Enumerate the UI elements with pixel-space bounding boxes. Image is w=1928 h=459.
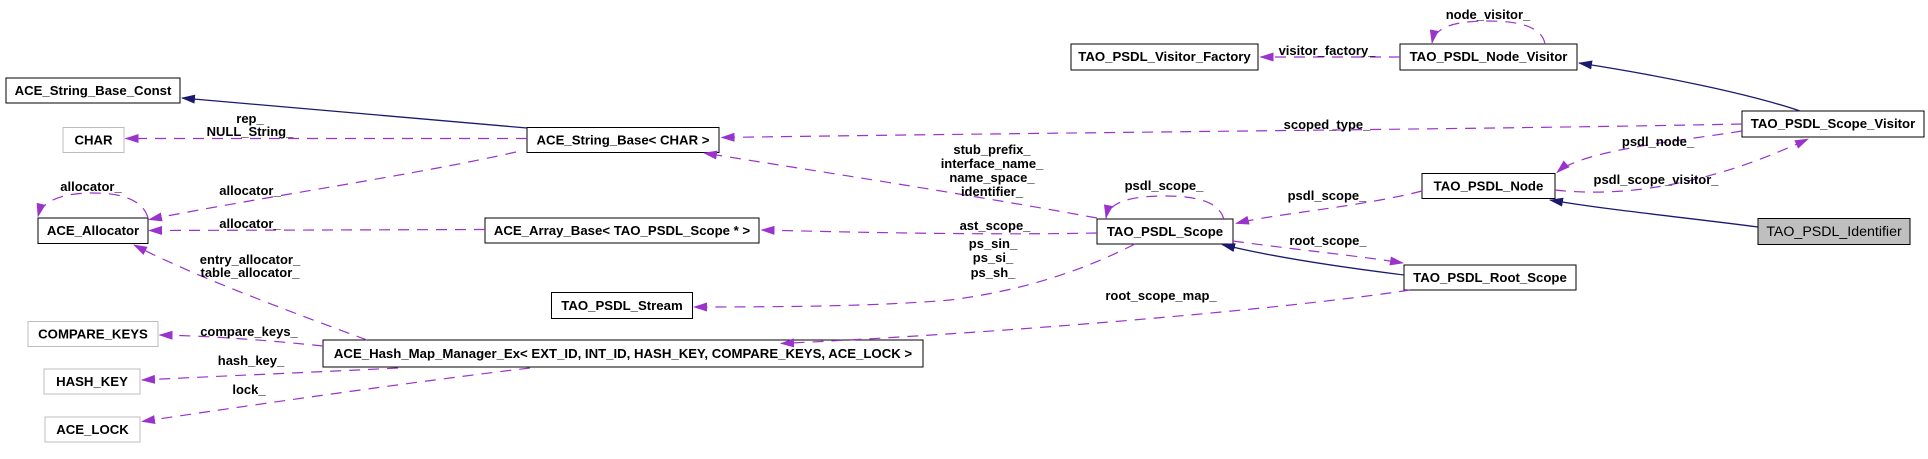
svg-text:root_scope_: root_scope_ <box>1289 233 1367 248</box>
svg-text:ACE_Allocator: ACE_Allocator <box>47 223 139 238</box>
svg-text:TAO_PSDL_Node: TAO_PSDL_Node <box>1434 179 1544 194</box>
svg-text:HASH_KEY: HASH_KEY <box>56 374 128 389</box>
svg-text:TAO_PSDL_Visitor_Factory: TAO_PSDL_Visitor_Factory <box>1078 49 1251 64</box>
svg-text:allocator_: allocator_ <box>219 183 281 198</box>
svg-text:compare_keys_: compare_keys_ <box>200 324 298 339</box>
svg-text:psdl_scope_: psdl_scope_ <box>1125 178 1205 193</box>
svg-text:rep_: rep_ <box>236 111 264 126</box>
svg-text:identifier_: identifier_ <box>961 184 1024 199</box>
svg-text:name_space_: name_space_ <box>949 170 1035 185</box>
svg-text:scoped_type_: scoped_type_ <box>1284 117 1371 132</box>
svg-text:psdl_scope_: psdl_scope_ <box>1288 188 1368 203</box>
svg-text:allocator_: allocator_ <box>60 179 122 194</box>
svg-text:ACE_Hash_Map_Manager_Ex< EXT_I: ACE_Hash_Map_Manager_Ex< EXT_ID, INT_ID,… <box>334 346 913 361</box>
svg-text:TAO_PSDL_Scope: TAO_PSDL_Scope <box>1107 224 1223 239</box>
svg-text:ACE_Array_Base< TAO_PSDL_Scope: ACE_Array_Base< TAO_PSDL_Scope * > <box>494 223 751 238</box>
svg-text:hash_key_: hash_key_ <box>218 353 285 368</box>
svg-text:node_visitor_: node_visitor_ <box>1446 7 1531 22</box>
svg-text:NULL_String_: NULL_String_ <box>207 124 294 139</box>
svg-text:TAO_PSDL_Stream: TAO_PSDL_Stream <box>561 298 682 313</box>
svg-text:COMPARE_KEYS: COMPARE_KEYS <box>38 327 148 342</box>
svg-text:ACE_LOCK: ACE_LOCK <box>56 422 129 437</box>
svg-text:table_allocator_: table_allocator_ <box>201 265 301 280</box>
svg-text:psdl_node_: psdl_node_ <box>1622 134 1695 149</box>
svg-text:TAO_PSDL_Node_Visitor: TAO_PSDL_Node_Visitor <box>1410 49 1568 64</box>
svg-text:ps_si_: ps_si_ <box>973 250 1014 265</box>
svg-text:TAO_PSDL_Identifier: TAO_PSDL_Identifier <box>1766 224 1902 240</box>
svg-text:allocator_: allocator_ <box>219 216 281 231</box>
svg-text:visitor_factory_: visitor_factory_ <box>1279 43 1377 58</box>
svg-text:entry_allocator_: entry_allocator_ <box>200 252 301 267</box>
svg-text:ps_sh_: ps_sh_ <box>971 265 1017 280</box>
svg-text:ACE_String_Base< CHAR >: ACE_String_Base< CHAR > <box>537 133 710 148</box>
svg-text:psdl_scope_visitor_: psdl_scope_visitor_ <box>1594 172 1720 187</box>
svg-text:ps_sin_: ps_sin_ <box>969 236 1018 251</box>
svg-text:interface_name_: interface_name_ <box>941 156 1044 171</box>
svg-text:TAO_PSDL_Root_Scope: TAO_PSDL_Root_Scope <box>1413 270 1567 285</box>
svg-text:root_scope_map_: root_scope_map_ <box>1105 288 1217 303</box>
svg-text:stub_prefix_: stub_prefix_ <box>953 142 1031 157</box>
svg-text:lock_: lock_ <box>232 382 266 397</box>
svg-text:ACE_String_Base_Const: ACE_String_Base_Const <box>15 83 172 98</box>
svg-text:ast_scope_: ast_scope_ <box>960 218 1032 233</box>
svg-text:CHAR: CHAR <box>74 133 113 148</box>
svg-text:TAO_PSDL_Scope_Visitor: TAO_PSDL_Scope_Visitor <box>1751 116 1915 131</box>
